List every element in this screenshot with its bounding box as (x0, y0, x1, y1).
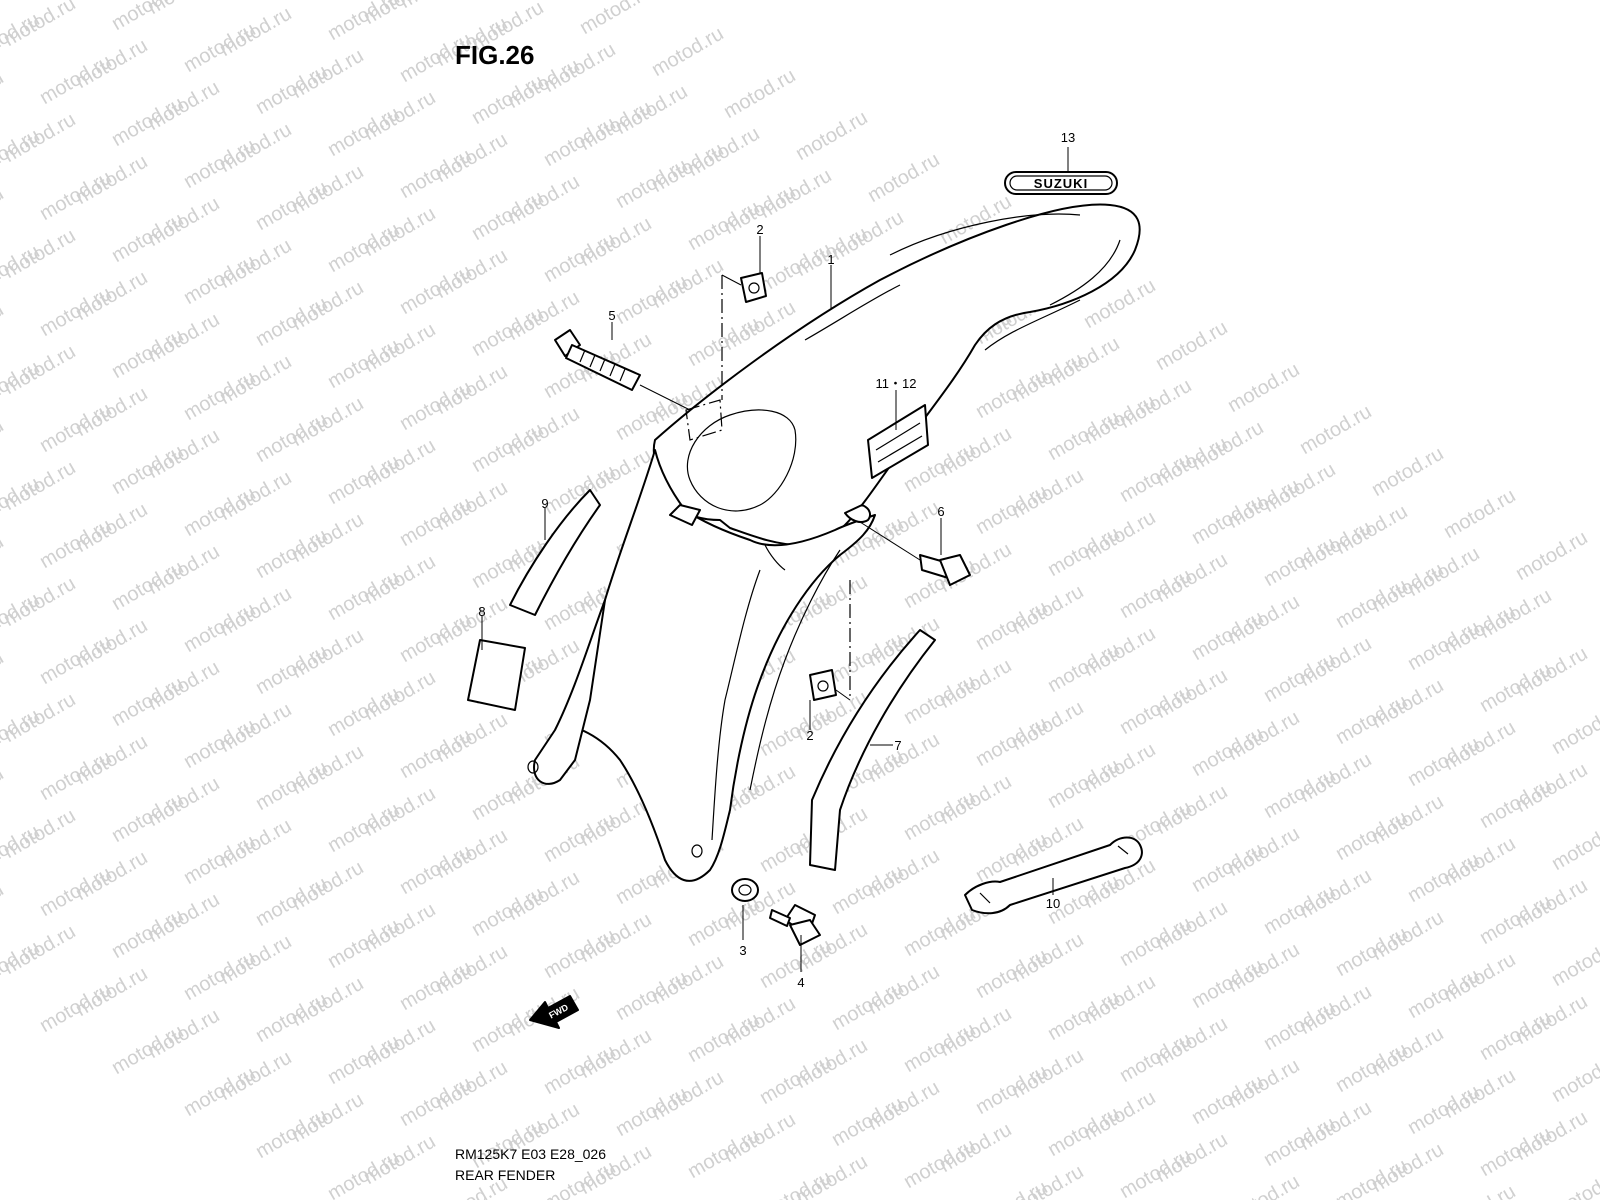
bolt-6 (859, 521, 971, 586)
callout-8: 8 (478, 604, 485, 619)
callout-2-bottom: 2 (806, 728, 813, 743)
suzuki-emblem: SUZUKI (1004, 171, 1118, 195)
nut-2-top (721, 272, 767, 400)
callout-13: 13 (1061, 130, 1075, 145)
decal-11-12 (867, 404, 929, 479)
diagram-code: RM125K7 E03 E28_026 (455, 1146, 606, 1162)
callout-10: 10 (1046, 896, 1060, 911)
figure-title: FIG.26 (455, 40, 535, 70)
callout-4: 4 (797, 975, 804, 990)
callout-6: 6 (937, 504, 944, 519)
strip-9 (509, 489, 601, 616)
callout-2-top: 2 (756, 222, 763, 237)
rear-fender-part (527, 203, 1141, 882)
bolt-5 (554, 329, 691, 411)
pad-8 (467, 639, 526, 711)
nut-2-bottom (809, 580, 851, 701)
fwd-arrow: FWD (529, 995, 579, 1029)
wrench-10 (964, 836, 1143, 915)
callout-labels: 13 2 1 5 11・12 6 9 8 2 7 3 4 10 (478, 130, 1075, 990)
strip-7 (809, 629, 936, 871)
callout-11-12: 11・12 (876, 376, 917, 391)
callout-5: 5 (608, 308, 615, 323)
callout-7: 7 (894, 738, 901, 753)
callout-9: 9 (541, 496, 548, 511)
callout-3: 3 (739, 943, 746, 958)
washer-3 (731, 878, 759, 902)
leader-lines (481, 147, 1069, 972)
callout-1: 1 (827, 252, 834, 267)
diagram-name: REAR FENDER (455, 1167, 556, 1183)
suzuki-logo-text: SUZUKI (1034, 176, 1088, 191)
bolt-4 (769, 904, 821, 946)
